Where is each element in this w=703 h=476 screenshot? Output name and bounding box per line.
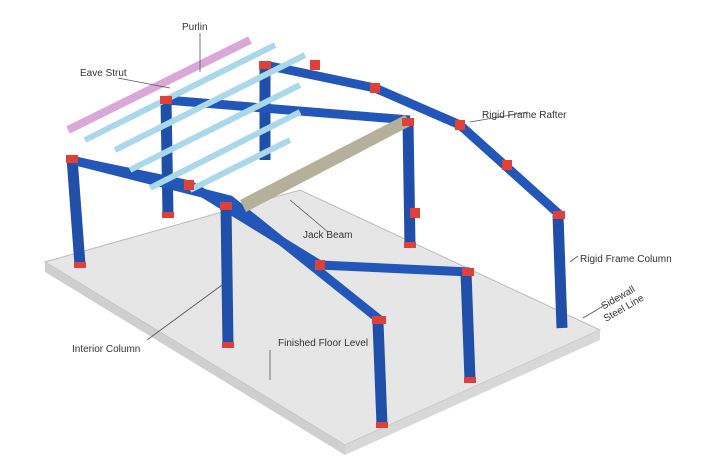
purlin-label: Purlin	[182, 22, 208, 33]
rigid-frame-column-label: Rigid Frame Column	[580, 254, 672, 265]
finished-floor-level-label: Finished Floor Level	[278, 338, 368, 349]
rigid-frame-rafter-label: Rigid Frame Rafter	[482, 110, 567, 121]
front-rigid-frame	[66, 155, 388, 426]
jack-beam-label: Jack Beam	[303, 230, 352, 241]
interior-column-label: Interior Column	[72, 344, 140, 355]
eave-strut-label: Eave Strut	[80, 68, 127, 79]
jack-beam	[240, 115, 412, 212]
purlins	[83, 42, 307, 193]
slab-edge-right	[345, 330, 600, 455]
slab-edge	[45, 262, 345, 455]
leader-lines	[117, 33, 606, 380]
eave-strut	[66, 36, 252, 134]
connection-plates	[66, 60, 565, 428]
